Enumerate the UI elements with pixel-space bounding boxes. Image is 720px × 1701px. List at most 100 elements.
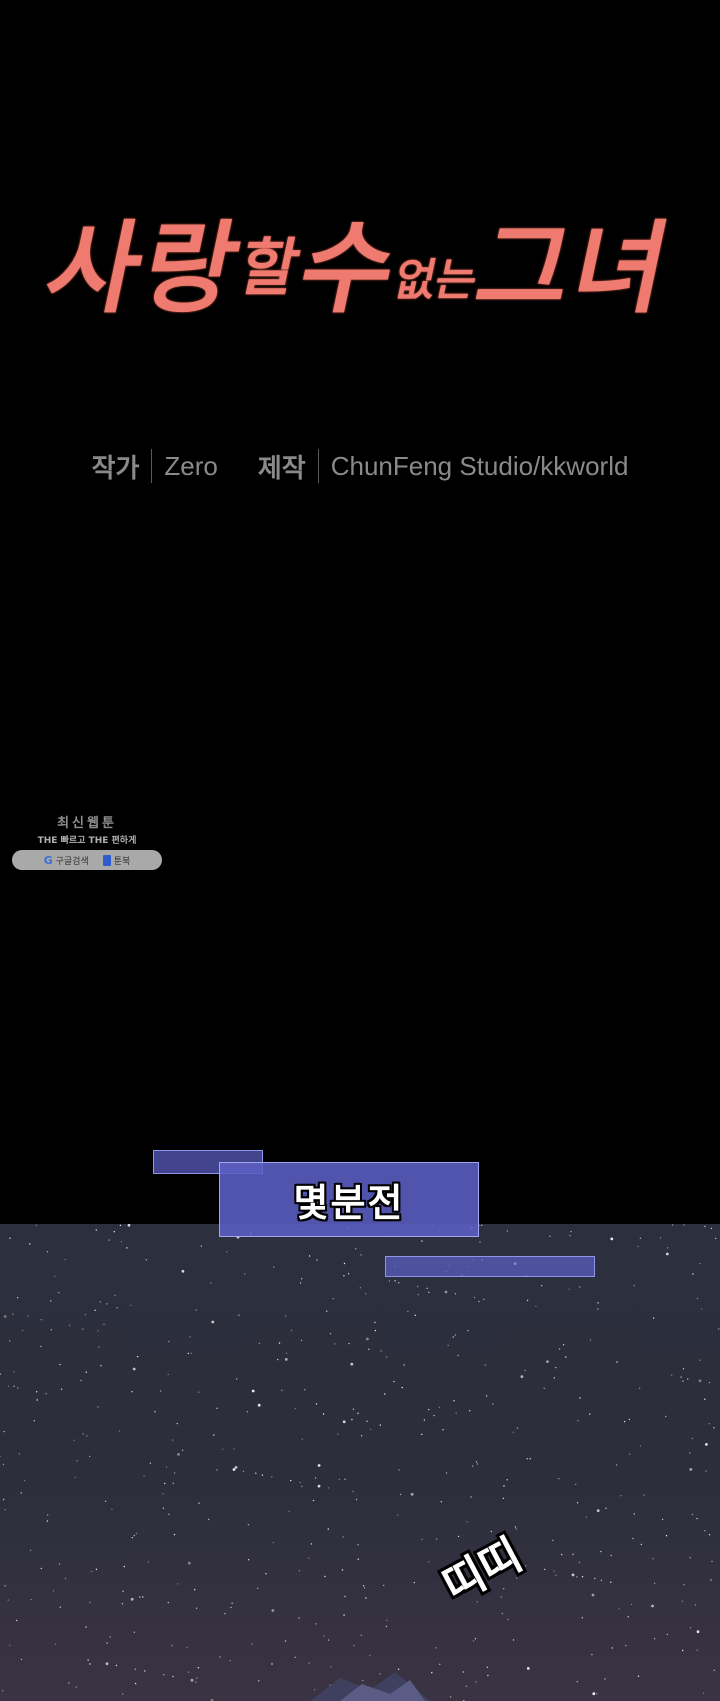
star [708, 1534, 711, 1536]
star [592, 1692, 596, 1696]
star [711, 1560, 713, 1563]
star [585, 1516, 588, 1518]
star [233, 1448, 235, 1450]
star [271, 1663, 273, 1665]
star [97, 1406, 99, 1408]
star [16, 1619, 18, 1622]
star [58, 1563, 61, 1565]
star [46, 1520, 49, 1522]
star [525, 1565, 527, 1567]
title-part-1: 사랑 [36, 209, 254, 327]
star [27, 1315, 29, 1317]
star [632, 1537, 634, 1540]
star [285, 1352, 288, 1354]
star [457, 1354, 459, 1357]
star [407, 1310, 409, 1313]
star [483, 1298, 485, 1301]
star [549, 1235, 551, 1237]
star [543, 1387, 545, 1390]
watermark-ad[interactable]: 최신웹툰 THE 빠르고 THE 편하게 G 구글검색 툰북 [12, 812, 162, 874]
star [12, 1313, 14, 1315]
star [449, 1696, 452, 1698]
star [114, 1294, 116, 1297]
star [526, 1299, 529, 1302]
star [299, 1481, 301, 1484]
star [562, 1344, 565, 1346]
webtoon-title: 사랑할수없는그녀 [0, 209, 720, 327]
star [104, 1500, 107, 1502]
star [578, 1561, 581, 1564]
star [317, 1464, 321, 1467]
star [379, 1673, 381, 1675]
star [576, 1681, 578, 1683]
star [348, 1342, 350, 1345]
star [195, 1681, 197, 1683]
book-icon [102, 854, 111, 866]
star [294, 1407, 296, 1410]
star [561, 1553, 563, 1556]
star [90, 1570, 93, 1573]
star [360, 1254, 362, 1256]
star [198, 1391, 200, 1393]
star [699, 1359, 701, 1361]
star [616, 1464, 618, 1466]
star [628, 1418, 631, 1421]
star [168, 1513, 170, 1515]
star [701, 1308, 703, 1310]
star [54, 1275, 56, 1277]
star [272, 1542, 274, 1544]
star [591, 1653, 593, 1656]
star [417, 1294, 419, 1296]
star [132, 1367, 136, 1371]
star [36, 1399, 38, 1401]
ad-headline: 최신웹툰 [57, 816, 117, 831]
ad-search-pill[interactable]: G 구글검색 툰북 [12, 850, 162, 870]
star [40, 1567, 42, 1570]
star [111, 1508, 113, 1510]
star [108, 1239, 110, 1241]
star [257, 1587, 259, 1589]
star [633, 1284, 635, 1287]
star [357, 1544, 359, 1546]
star [394, 1280, 396, 1282]
star [366, 1337, 369, 1341]
star [219, 1656, 221, 1658]
star [230, 1606, 232, 1609]
star [465, 1685, 468, 1687]
star [4, 1585, 6, 1587]
star [398, 1282, 400, 1284]
star [290, 1479, 292, 1482]
star [20, 1658, 23, 1661]
star [438, 1406, 440, 1408]
star [702, 1692, 705, 1694]
star [628, 1453, 631, 1455]
star [713, 1669, 715, 1671]
star [177, 1583, 179, 1585]
star [705, 1470, 707, 1472]
star [401, 1386, 403, 1389]
star [475, 1681, 477, 1683]
star [386, 1619, 388, 1621]
star [515, 1577, 518, 1579]
star [467, 1329, 469, 1332]
building-silhouette [310, 1672, 430, 1701]
star [87, 1659, 89, 1661]
star [122, 1590, 124, 1592]
star [160, 1390, 162, 1392]
star [577, 1419, 579, 1422]
star [571, 1573, 575, 1577]
star [512, 1639, 515, 1641]
star [60, 1388, 63, 1390]
star [0, 1373, 2, 1375]
star [247, 1559, 250, 1561]
star [360, 1435, 363, 1437]
star [13, 1385, 15, 1387]
star [222, 1448, 224, 1450]
star [64, 1577, 67, 1579]
star [503, 1588, 505, 1590]
star [555, 1574, 557, 1576]
star [33, 1420, 35, 1422]
star [116, 1307, 118, 1309]
star [298, 1617, 300, 1619]
star [54, 1643, 57, 1645]
